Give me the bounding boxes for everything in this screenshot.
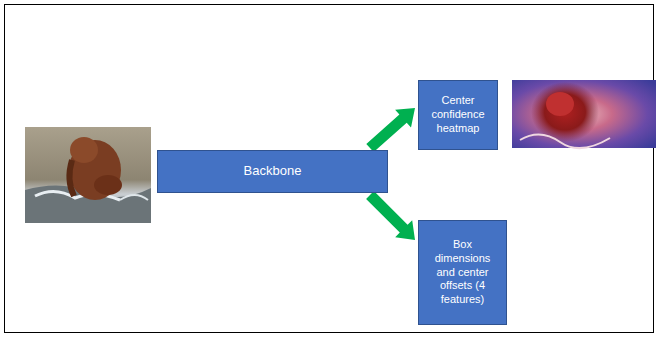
flow-arrow [366, 191, 415, 240]
box-label: Center confidence heatmap [424, 94, 492, 135]
process-box: Center confidence heatmap [418, 80, 498, 150]
box-label: Backbone [244, 163, 302, 179]
process-box: Box dimensions and center offsets (4 fea… [418, 220, 507, 325]
frame-border [5, 5, 654, 333]
box-label: Box dimensions and center offsets (4 fea… [424, 238, 501, 307]
process-box: Backbone [157, 150, 388, 193]
input-photo [25, 127, 151, 223]
flow-arrow [366, 108, 415, 152]
heatmap-image [512, 80, 656, 148]
